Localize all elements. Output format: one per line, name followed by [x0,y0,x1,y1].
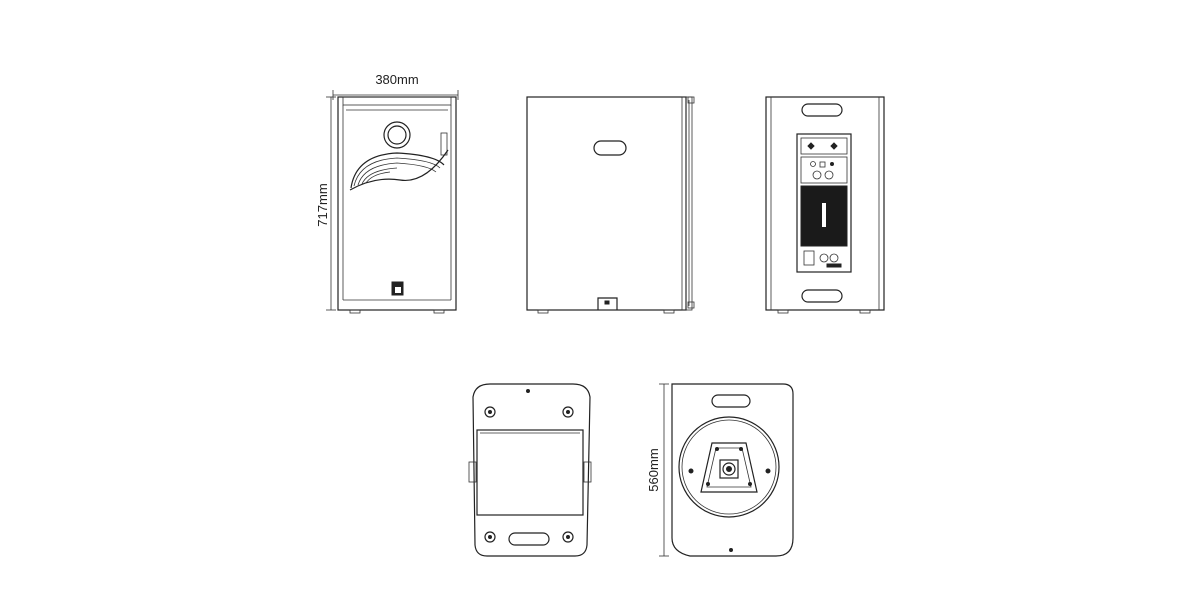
angled-handle [711,394,751,408]
width-dimension: 380mm [332,72,459,100]
front-horn [383,121,411,149]
depth-label: 560mm [646,448,661,491]
rear-handle-top [801,103,843,117]
front-cabinet [337,96,457,311]
angled-outline [671,383,794,557]
top-view [468,383,592,557]
side-handle [593,140,627,156]
height-dimension: 717mm [315,96,336,311]
front-woofer [349,149,449,191]
side-cabinet [526,96,687,311]
depth-dimension: 560mm [646,383,669,557]
front-view: 380mm 717mm [315,72,459,314]
amplifier-panel-icon [796,133,852,273]
driver-assembly [678,416,780,518]
angled-side-view: 560mm [646,383,794,557]
rear-cabinet [765,96,885,311]
top-outline [472,383,591,557]
top-handle [508,532,550,546]
width-label: 380mm [375,72,418,87]
rear-view [765,96,885,314]
side-view [526,96,695,314]
rear-handle-bottom [801,289,843,303]
height-label: 717mm [315,183,330,226]
